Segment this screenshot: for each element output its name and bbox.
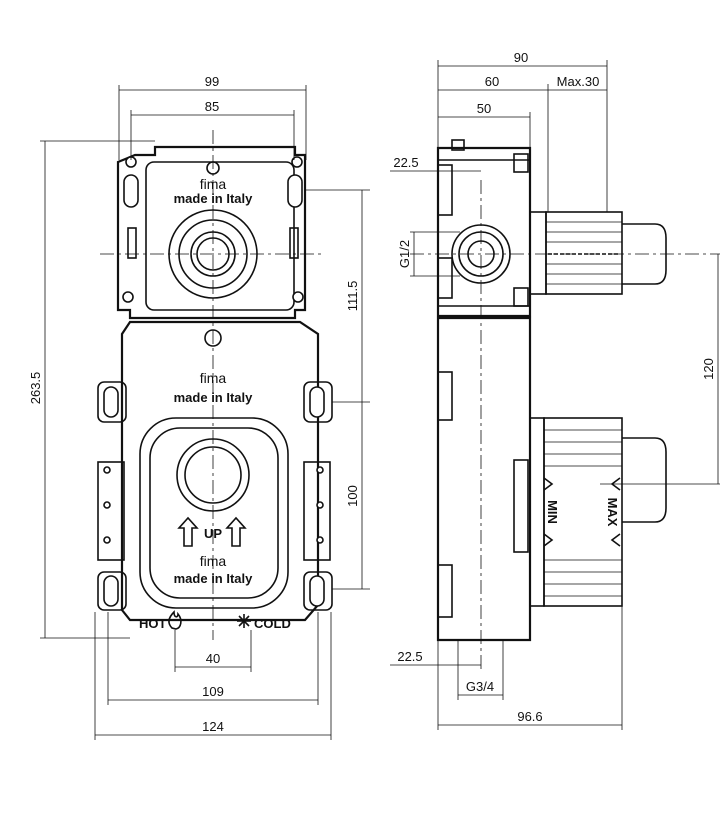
dim-263-5: 263.5	[28, 140, 155, 639]
dim-g12: G1/2	[397, 231, 460, 277]
min-label: MIN	[545, 500, 560, 524]
dim-109: 109	[107, 612, 319, 705]
svg-text:124: 124	[202, 719, 224, 734]
dim-40: 40	[174, 630, 252, 672]
svg-text:60: 60	[485, 74, 499, 89]
hot-label: HOT	[139, 616, 167, 631]
svg-text:109: 109	[202, 684, 224, 699]
dim-50: 50	[438, 101, 531, 148]
svg-text:263.5: 263.5	[28, 372, 43, 405]
snowflake-icon	[237, 614, 251, 628]
dim-96-6: 96.6	[437, 606, 623, 730]
side-view: MIN MAX 90 60 Max.30 50	[390, 50, 720, 730]
svg-text:22.5: 22.5	[393, 155, 418, 170]
cold-label: COLD	[254, 616, 291, 631]
dim-90: 90	[437, 50, 608, 212]
svg-text:96.6: 96.6	[517, 709, 542, 724]
svg-text:G1/2: G1/2	[397, 240, 412, 268]
front-view: fima made in Italy	[28, 74, 370, 740]
svg-text:100: 100	[345, 485, 360, 507]
dim-22-5-top: 22.5	[390, 155, 481, 172]
max-label: MAX	[605, 498, 620, 527]
svg-text:90: 90	[514, 50, 528, 65]
dim-g34: G3/4	[457, 640, 504, 700]
dim-22-5-bottom: 22.5	[390, 649, 481, 666]
lower-brand-top: fima	[200, 370, 227, 386]
lower-made-in-bottom: made in Italy	[174, 571, 254, 586]
dim-120: 120	[701, 254, 719, 484]
svg-text:Max.30: Max.30	[557, 74, 600, 89]
svg-text:50: 50	[477, 101, 491, 116]
dim-100: 100	[332, 402, 370, 590]
lower-made-in-top: made in Italy	[174, 390, 254, 405]
lower-module: UP fima made in Italy fima made in Italy…	[97, 320, 333, 631]
upper-module: fima made in Italy	[116, 145, 307, 320]
svg-text:111.5: 111.5	[345, 281, 360, 312]
dim-85: 85	[130, 99, 295, 160]
svg-text:120: 120	[701, 358, 716, 380]
dim-99: 99	[118, 74, 307, 160]
svg-text:G3/4: G3/4	[466, 679, 494, 694]
dim-60-max30: 60 Max.30	[438, 74, 607, 212]
svg-text:40: 40	[206, 651, 220, 666]
svg-text:22.5: 22.5	[397, 649, 422, 664]
dim-124: 124	[94, 612, 332, 740]
flame-icon	[168, 610, 182, 630]
lower-knurl: MIN MAX	[543, 417, 623, 607]
svg-text:85: 85	[205, 99, 219, 114]
dim-111-5: 111.5	[305, 189, 370, 403]
upper-knurl	[545, 211, 623, 295]
svg-text:99: 99	[205, 74, 219, 89]
